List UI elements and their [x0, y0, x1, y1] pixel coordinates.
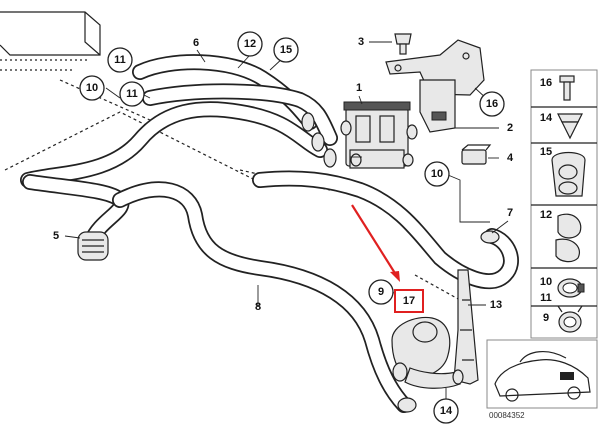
- callout-9: 9: [368, 279, 394, 305]
- label-6: 6: [193, 37, 199, 49]
- callout-14: 14: [433, 398, 459, 424]
- callout-16: 16: [479, 91, 505, 117]
- legend-num-10: 10: [540, 276, 552, 288]
- dashed-reference-lines: [4, 79, 461, 301]
- label-text: 2: [507, 122, 513, 134]
- legend-panel: 16 14 15 12 10 11 9: [530, 69, 598, 339]
- callout-text: 10: [86, 82, 98, 94]
- hose-7: [252, 170, 519, 290]
- label-2: 2: [507, 122, 513, 134]
- legend-num-9: 9: [543, 312, 549, 324]
- screw-3: [394, 33, 412, 55]
- legend-num-12: 12: [540, 209, 552, 221]
- label-text: 6: [193, 37, 199, 49]
- hose-8: [112, 181, 412, 413]
- label-text: 4: [507, 152, 514, 164]
- callout-text: 14: [440, 405, 453, 417]
- vehicle-inset: [486, 339, 598, 409]
- label-text: 1: [356, 82, 362, 94]
- callout-text: 10: [431, 168, 443, 180]
- legend-num-16: 16: [540, 77, 552, 89]
- label-3: 3: [358, 36, 364, 48]
- callout-text: 16: [486, 98, 498, 110]
- callout-15: 15: [273, 37, 299, 63]
- callout-11-lower: 11: [119, 81, 145, 107]
- hose-clamps: [301, 112, 500, 413]
- bracket-2: [385, 39, 485, 133]
- hose-6: [132, 54, 318, 130]
- label-text: 13: [490, 299, 502, 311]
- label-text: 7: [507, 207, 513, 219]
- connector-5: [77, 231, 109, 261]
- label-1: 1: [356, 82, 362, 94]
- callout-10-left: 10: [79, 75, 105, 101]
- highlight-arrow: [351, 204, 400, 282]
- callout-text: 17: [403, 295, 415, 307]
- legend-clip-icon: [557, 113, 583, 140]
- hose-5: [22, 174, 130, 248]
- hose-upper-long: [142, 83, 338, 146]
- water-pump-17: [391, 316, 464, 389]
- label-5: 5: [53, 230, 59, 242]
- legend-num-14: 14: [540, 112, 553, 124]
- valve-block-1: [340, 101, 418, 169]
- grommet-4: [461, 144, 492, 165]
- label-13: 13: [490, 299, 502, 311]
- hose-left-loop: [20, 101, 328, 188]
- bulkhead-panel: [0, 11, 101, 71]
- callout-text: 11: [114, 54, 126, 66]
- label-4: 4: [507, 152, 514, 164]
- callout-11-upper: 11: [107, 47, 133, 73]
- callout-text: 9: [378, 286, 384, 298]
- callout-17-highlighted: 17: [394, 289, 424, 313]
- legend-hose-clamp-icon: [557, 278, 585, 298]
- label-8: 8: [255, 301, 261, 313]
- legend-num-15: 15: [540, 146, 552, 158]
- legend-double-clip-icon: [555, 213, 582, 263]
- label-text: 3: [358, 36, 364, 48]
- callout-text: 11: [126, 88, 138, 100]
- legend-bolt-icon: [559, 75, 575, 101]
- callout-text: 15: [280, 44, 292, 56]
- legend-spring-clamp-icon: [557, 305, 583, 333]
- callout-12: 12: [237, 31, 263, 57]
- label-text: 8: [255, 301, 261, 313]
- callout-10-middle: 10: [424, 161, 450, 187]
- callout-text: 12: [244, 38, 256, 50]
- legend-num-11: 11: [540, 292, 552, 304]
- label-7: 7: [507, 207, 513, 219]
- reference-number: 00084352: [489, 411, 525, 420]
- legend-holder-icon: [551, 151, 586, 197]
- label-text: 5: [53, 230, 59, 242]
- bracket-13: [453, 269, 479, 385]
